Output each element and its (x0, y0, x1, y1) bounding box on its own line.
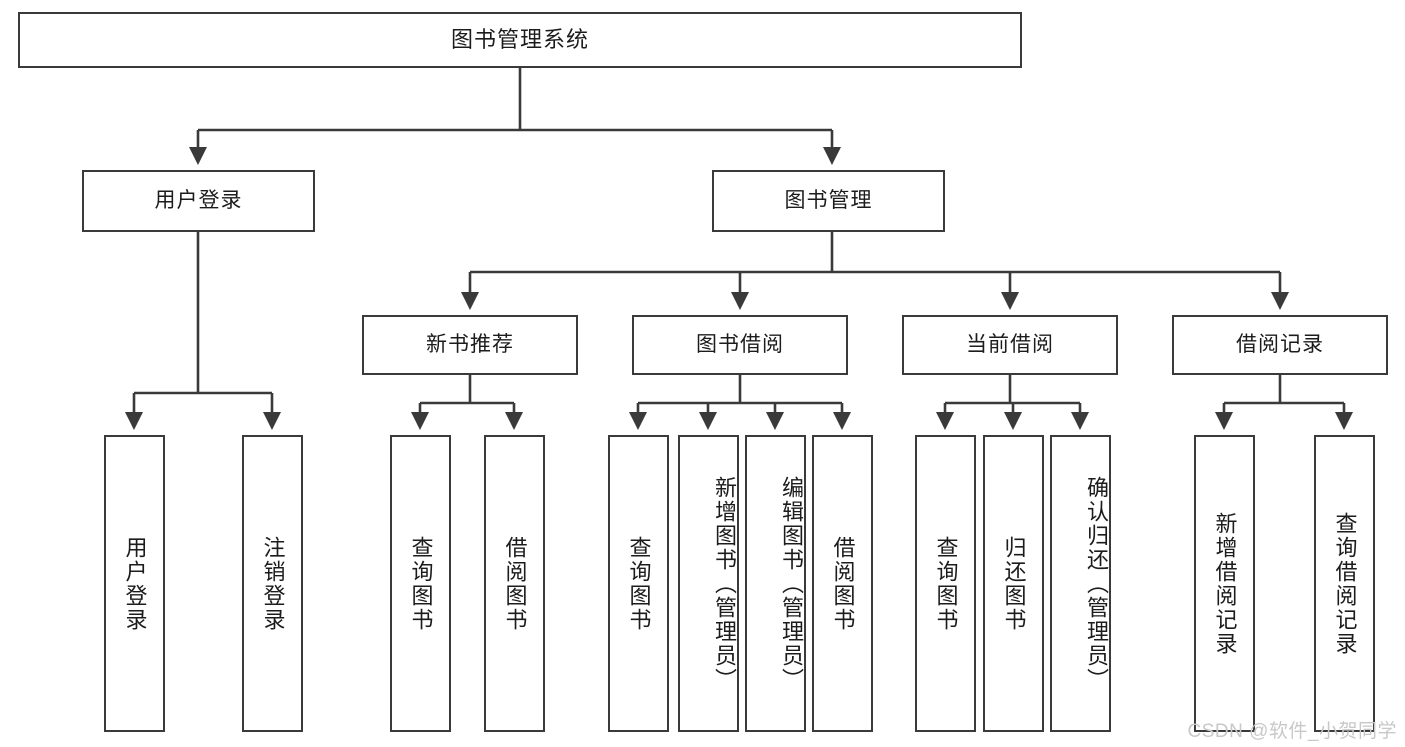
leaf-recommend-query-book[interactable]: 查询图书 (390, 435, 451, 732)
leaf-borrow-book[interactable]: 借阅图书 (812, 435, 873, 732)
node-book-borrow-label: 图书借阅 (696, 333, 784, 357)
node-root-label: 图书管理系统 (450, 26, 589, 52)
leaf-add-book-admin[interactable]: 新增图书（管理员） (678, 435, 739, 732)
leaf-edit-book-admin[interactable]: 编辑图书（管理员） (745, 435, 806, 732)
leaf-edit-book-admin-label: 编辑图书（管理员） (779, 475, 804, 692)
leaf-current-query-book[interactable]: 查询图书 (915, 435, 976, 732)
node-user-login-label: 用户登录 (154, 189, 243, 213)
leaf-query-borrow-record-label: 查询借阅记录 (1332, 511, 1358, 656)
node-book-borrow[interactable]: 图书借阅 (632, 315, 848, 375)
node-borrow-record[interactable]: 借阅记录 (1172, 315, 1388, 375)
leaf-logout[interactable]: 注销登录 (242, 435, 303, 732)
csdn-watermark: CSDN @软件_小贺同学 (1187, 721, 1397, 742)
node-current-borrow-label: 当前借阅 (966, 333, 1054, 357)
node-book-management[interactable]: 图书管理 (712, 170, 945, 232)
leaf-confirm-return-admin-label: 确认归还（管理员） (1084, 475, 1109, 692)
node-new-book-recommend[interactable]: 新书推荐 (362, 315, 578, 375)
node-user-login[interactable]: 用户登录 (82, 170, 315, 232)
leaf-add-borrow-record-label: 新增借阅记录 (1212, 511, 1238, 656)
node-current-borrow[interactable]: 当前借阅 (902, 315, 1118, 375)
leaf-query-borrow-record[interactable]: 查询借阅记录 (1314, 435, 1375, 732)
leaf-return-book-label: 归还图书 (1001, 535, 1027, 632)
leaf-add-borrow-record[interactable]: 新增借阅记录 (1194, 435, 1255, 732)
leaf-current-query-book-label: 查询图书 (933, 535, 959, 632)
leaf-recommend-query-book-label: 查询图书 (408, 535, 434, 632)
node-new-book-recommend-label: 新书推荐 (426, 333, 514, 357)
node-borrow-record-label: 借阅记录 (1236, 333, 1324, 357)
leaf-recommend-borrow-book[interactable]: 借阅图书 (484, 435, 545, 732)
leaf-user-login-label: 用户登录 (122, 535, 148, 632)
node-book-management-label: 图书管理 (784, 189, 873, 213)
leaf-logout-label: 注销登录 (260, 535, 286, 632)
leaf-borrow-book-label: 借阅图书 (830, 535, 856, 632)
leaf-borrow-query-book[interactable]: 查询图书 (608, 435, 669, 732)
leaf-user-login[interactable]: 用户登录 (104, 435, 165, 732)
leaf-return-book[interactable]: 归还图书 (983, 435, 1044, 732)
node-root[interactable]: 图书管理系统 (18, 12, 1022, 68)
leaf-confirm-return-admin[interactable]: 确认归还（管理员） (1050, 435, 1111, 732)
leaf-add-book-admin-label: 新增图书（管理员） (712, 475, 737, 692)
leaf-borrow-query-book-label: 查询图书 (626, 535, 652, 632)
leaf-recommend-borrow-book-label: 借阅图书 (502, 535, 528, 632)
